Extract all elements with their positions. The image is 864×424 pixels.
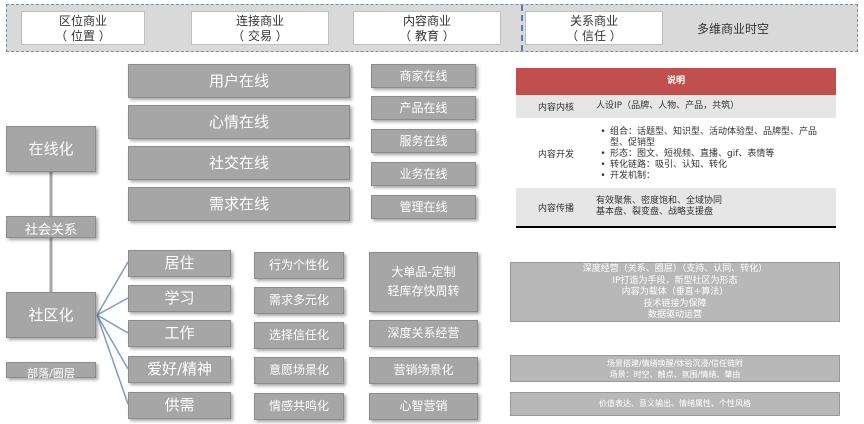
- mode-item: 行为个性化: [254, 252, 344, 279]
- top-box-sub: （ 交易 ）: [232, 29, 288, 43]
- deep-box-line: IP打造为手段，新型社区为形态: [612, 275, 738, 286]
- deep-box-line: 数据驱动运营: [647, 310, 702, 320]
- table-row: 内容内核 人设IP（品牌、人物、产品，共筑）: [516, 95, 836, 118]
- side-online-item: 管理在线: [371, 195, 476, 219]
- side-online-item: 商家在线: [371, 64, 476, 88]
- top-box-sub: （ 教育 ）: [399, 29, 455, 43]
- mode-item: 选择信任化: [254, 322, 344, 349]
- content-line: 基本盘、裂变盘、战略支援盘: [596, 207, 714, 217]
- top-box-connection: 连接商业 （ 交易 ）: [191, 11, 329, 45]
- online-item: 需求在线: [128, 187, 350, 221]
- top-box-title: 关系商业: [569, 14, 618, 28]
- table-row-label: 内容开发: [537, 149, 574, 160]
- marketing-box-line: 场景：时空、触点、氛围/情绪、肇由: [609, 370, 741, 379]
- bullet-line: •转化链路：吸引、认知、转化: [600, 160, 728, 170]
- community-block: 社区化: [6, 292, 96, 338]
- big-single-product: 大单品-定制: [391, 265, 456, 279]
- deep-box-line: 技术链接为保障: [643, 298, 707, 309]
- table-row: 内容传播 有效聚焦、密度饱和、全域协同 基本盘、裂变盘、战略支援盘: [516, 188, 836, 228]
- bullet-line: •组合：话题型、知识型、活动体验型、品牌型、产品型、促销型: [600, 127, 818, 148]
- table-row-content: 人设IP（品牌、人物、产品，共筑）: [596, 101, 740, 111]
- light-inventory: 轻库存快周转: [387, 284, 460, 298]
- content-line: 有效聚焦、密度饱和、全域协同: [596, 196, 723, 206]
- scene-item: 供需: [128, 392, 231, 419]
- mode-item: 意愿场景化: [254, 357, 344, 384]
- tribe-block: 部落/圈层: [6, 362, 96, 380]
- multi-dimension-label: 多维商业时空: [697, 22, 770, 36]
- top-box-sub: （ 位置 ）: [55, 29, 111, 43]
- mode-item: 情感共鸣化: [254, 393, 344, 420]
- side-online-item: 产品在线: [371, 96, 476, 120]
- top-box-relation: 关系商业 （ 信任 ）: [525, 11, 663, 45]
- bullet-line: •形态：图文、短视频、直播、gif、表情等: [600, 149, 775, 159]
- marketing-box-line: 场景搭建/情绪唤醒/体验沉浸/信任链附: [606, 359, 744, 368]
- deep-box-line: 内容为载体（垂直+算法）: [621, 287, 729, 297]
- table-header: 说明: [516, 68, 836, 95]
- side-online-item: 服务在线: [371, 129, 476, 153]
- table-row-label: 内容内核: [537, 103, 574, 113]
- top-box-title: 连接商业: [235, 14, 284, 28]
- product-strategy-block: 大单品-定制 轻库存快周转: [369, 252, 478, 312]
- scene-item: 爱好/精神: [128, 356, 231, 383]
- table-row-content: •组合：话题型、知识型、活动体验型、品牌型、产品型、促销型 •形态：图文、短视频…: [596, 118, 836, 197]
- social-relation-block: 社会关系: [6, 216, 96, 238]
- top-band: 区位商业 （ 位置 ） 连接商业 （ 交易 ） 内容商业 （ 教育 ） 关系商业…: [6, 4, 858, 52]
- deep-box-line: 深度经营（关系、圈层）（支持、认同、转化）: [582, 264, 768, 274]
- mind-marketing-block: 心智营销: [369, 393, 478, 420]
- scene-item: 工作: [128, 320, 231, 347]
- online-item: 用户在线: [128, 64, 350, 98]
- top-box-location: 区位商业 （ 位置 ）: [21, 11, 145, 45]
- mind-marketing-box: 价值表达、意义输出、情绪属性、个性风格: [510, 392, 840, 416]
- top-box-sub: （ 信任 ）: [566, 29, 622, 43]
- online-block: 在线化: [6, 126, 96, 172]
- table-row: 内容开发 •组合：话题型、知识型、活动体验型、品牌型、产品型、促销型 •形态：图…: [516, 118, 836, 188]
- top-box-title: 区位商业: [58, 14, 107, 28]
- side-online-item: 业务在线: [371, 162, 476, 186]
- top-box-title: 内容商业: [402, 14, 451, 28]
- table-row-label: 内容传播: [537, 203, 574, 214]
- mode-item: 需求多元化: [254, 287, 344, 314]
- mind-box-line: 价值表达、意义输出、情绪属性、个性风格: [599, 399, 751, 408]
- top-box-content: 内容商业 （ 教育 ）: [353, 11, 501, 45]
- marketing-scene-block: 营销场景化: [369, 357, 478, 384]
- scene-item: 居住: [128, 250, 231, 277]
- online-item: 社交在线: [128, 146, 350, 180]
- scene-item: 学习: [128, 285, 231, 312]
- online-item: 心情在线: [128, 105, 350, 139]
- bullet-line: •开发机制：: [600, 171, 656, 181]
- deep-operation-box: 深度经营（关系、圈层）（支持、认同、转化） IP打造为手段，新型社区为形态 内容…: [510, 262, 840, 322]
- marketing-scene-box: 场景搭建/情绪唤醒/体验沉浸/信任链附 场景：时空、触点、氛围/情绪、肇由: [510, 355, 840, 382]
- deep-relation-block: 深度关系经营: [369, 320, 478, 347]
- table-row-content: 有效聚焦、密度饱和、全域协同 基本盘、裂变盘、战略支援盘: [596, 188, 836, 234]
- top-separator: [521, 5, 523, 51]
